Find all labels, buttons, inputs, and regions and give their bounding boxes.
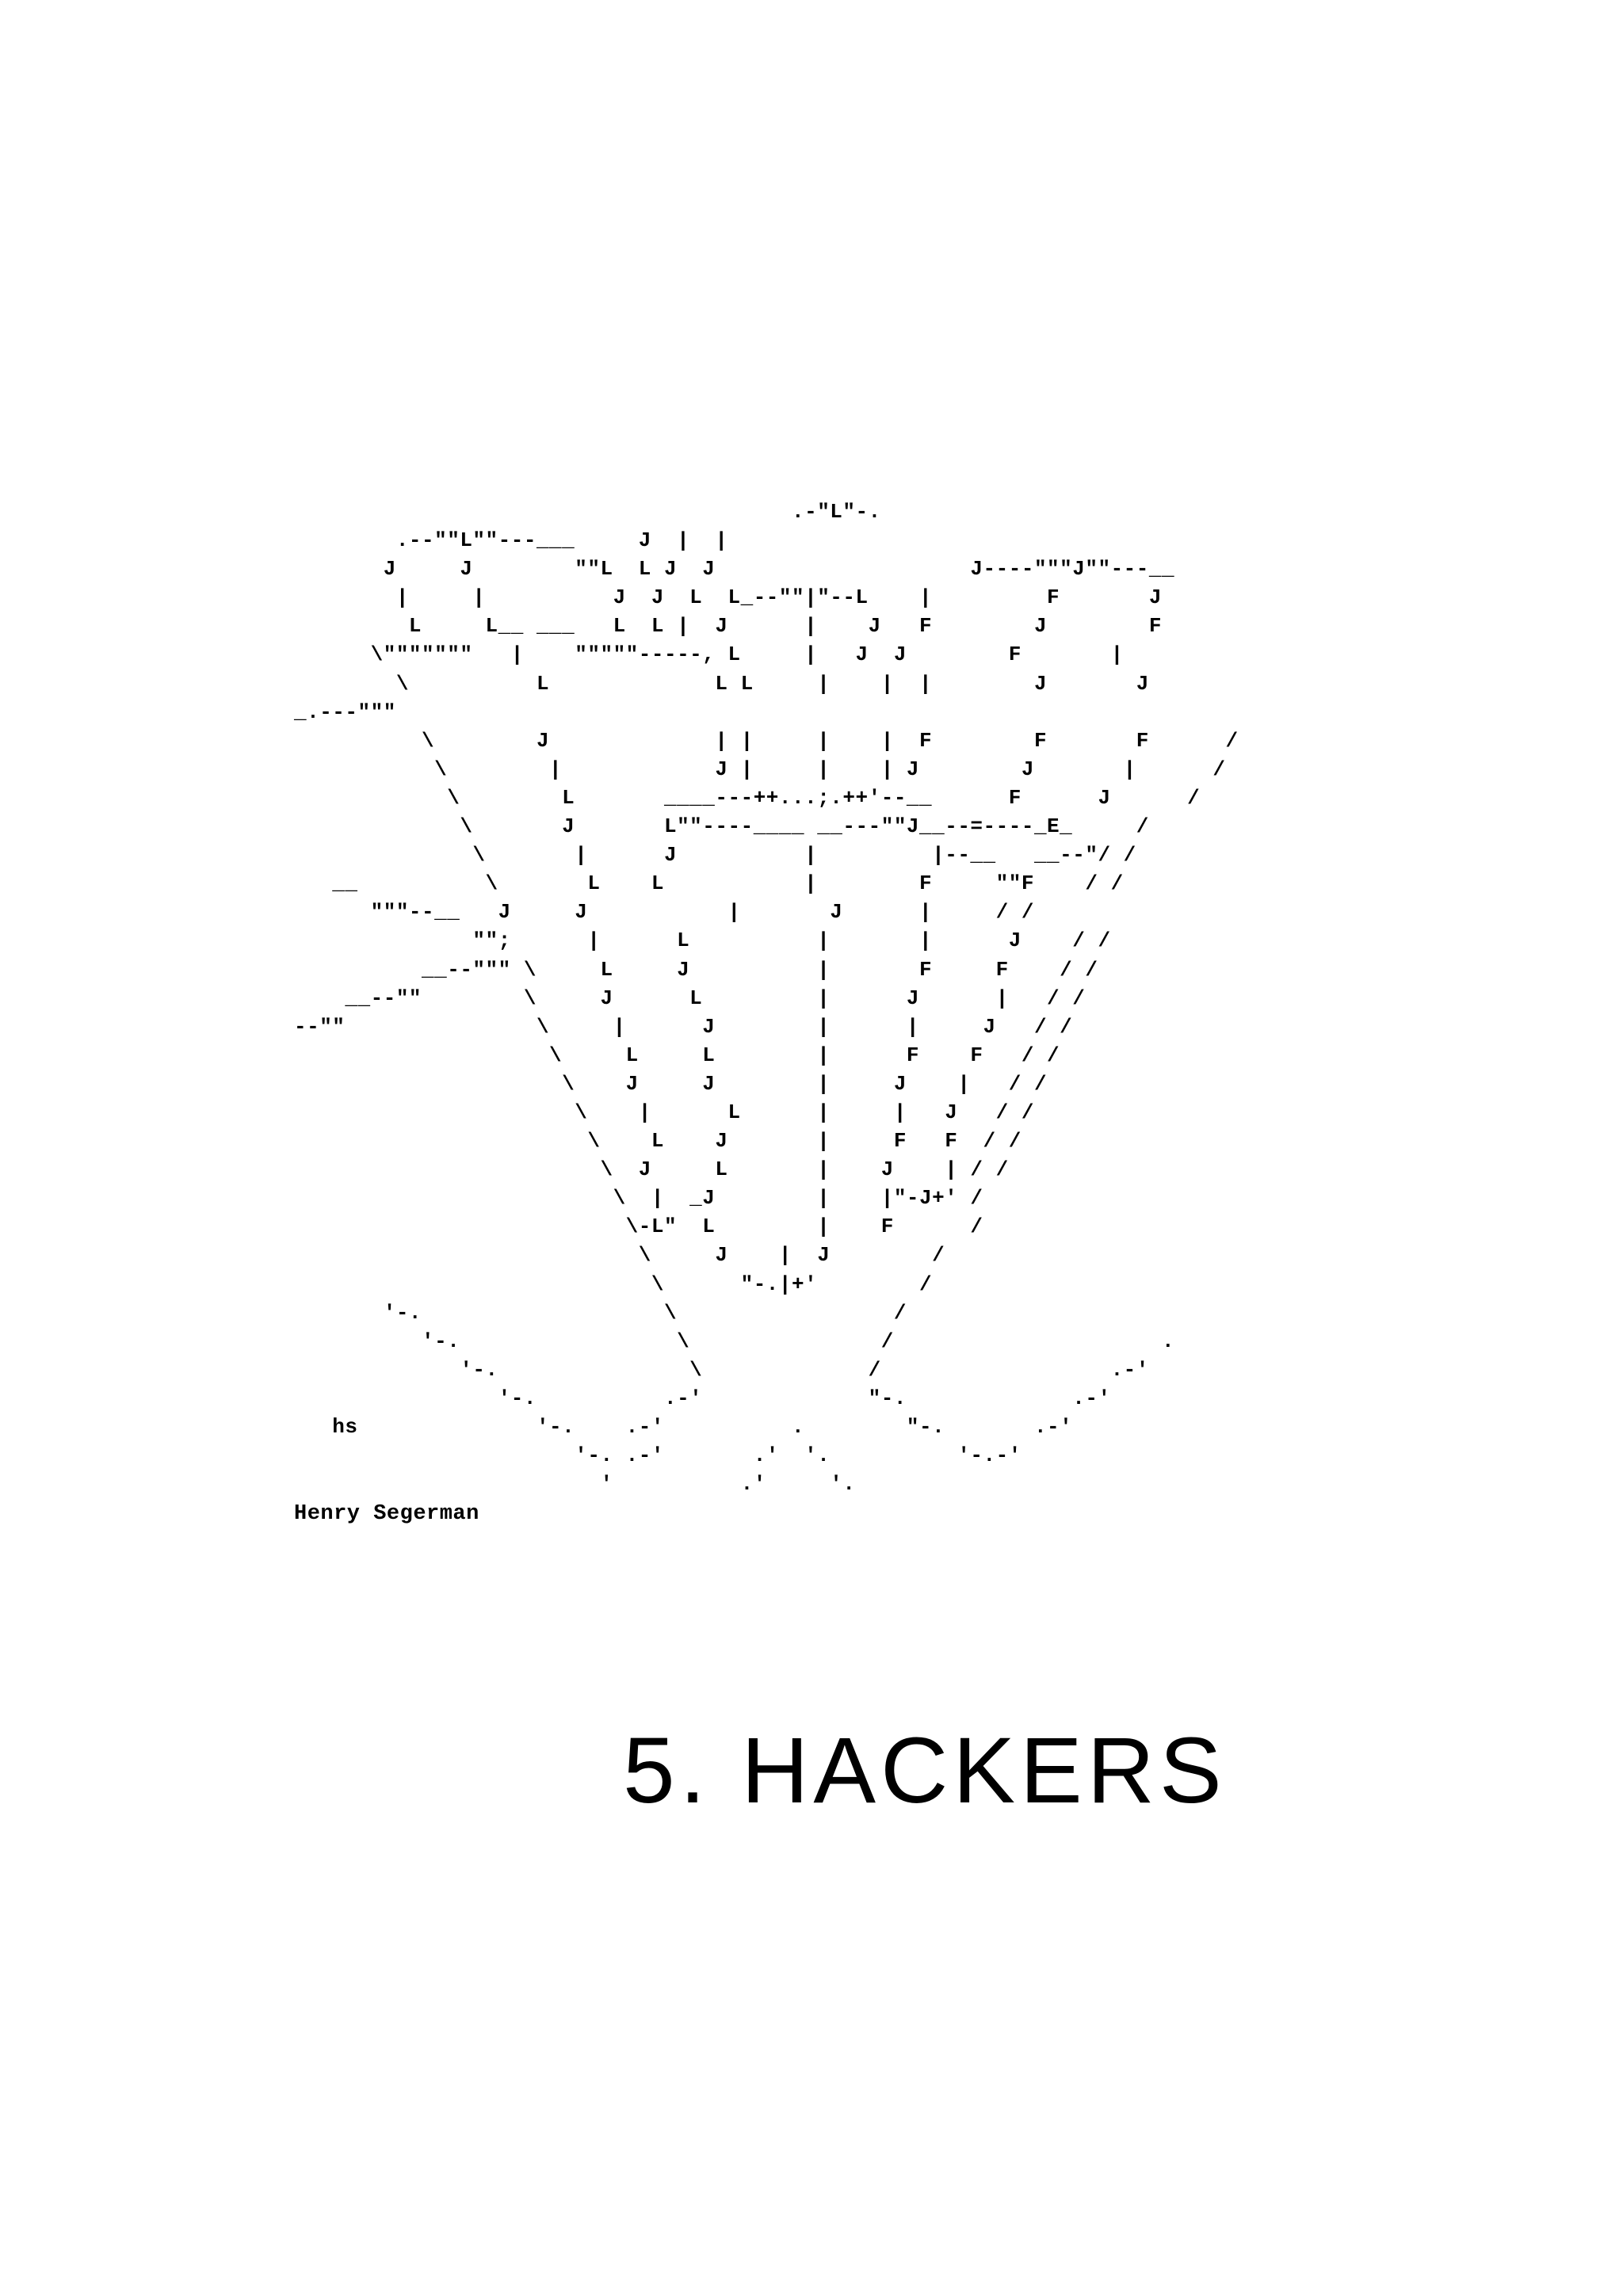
ascii-art-illustration: .-"L"-. .--""L""---___ J | | J J ""L L J… (294, 500, 1239, 1497)
artist-credit: Henry Segerman (294, 1502, 479, 1526)
chapter-title: 5. HACKERS (623, 1718, 1227, 1823)
